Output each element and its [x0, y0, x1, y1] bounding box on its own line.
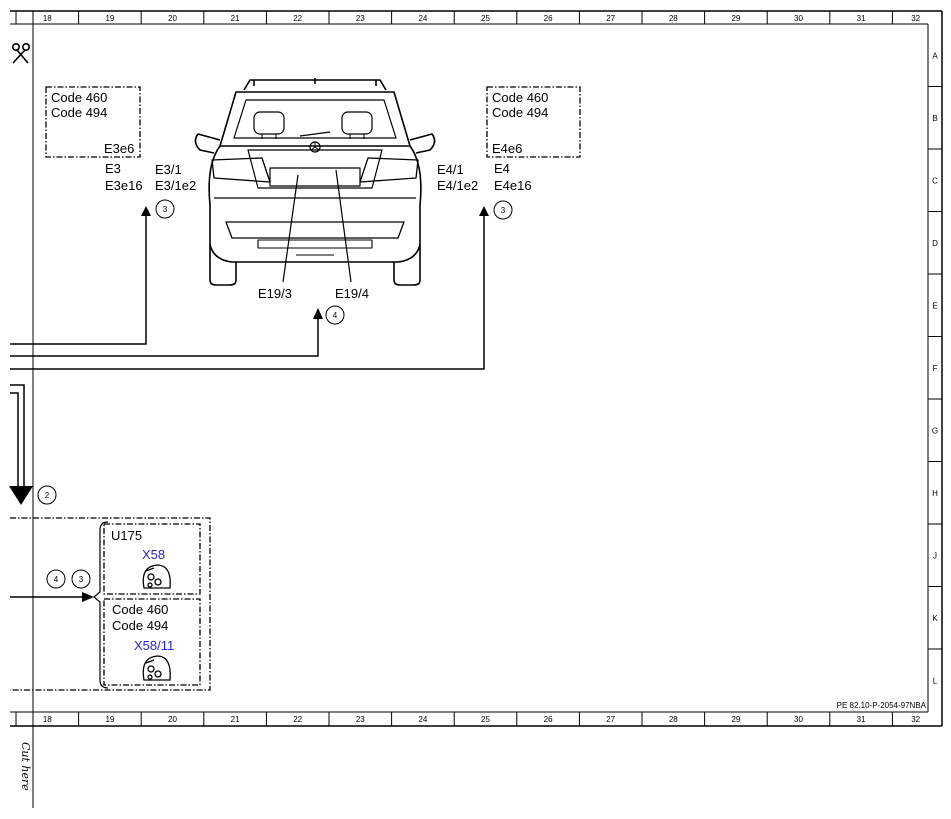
bottom-code-460: Code 460 [112, 602, 168, 617]
ruler-row-C: C [932, 176, 938, 185]
ruler-row-E: E [932, 301, 937, 310]
label-e3: E3 [105, 161, 121, 176]
label-e4-1: E4/1 [437, 162, 464, 177]
ruler-col-top-27: 27 [606, 14, 615, 23]
left-code-494: Code 494 [51, 105, 107, 120]
ruler-col-top-28: 28 [669, 14, 678, 23]
label-e19-4: E19/4 [335, 286, 369, 301]
right-ref-e4e6: E4e6 [492, 141, 522, 156]
marker-4-bottom: 4 [46, 569, 66, 589]
wire-lines [10, 214, 485, 370]
label-e4e16: E4e16 [494, 178, 532, 193]
marker-3-bottom: 3 [71, 569, 91, 589]
arrow-heads [141, 206, 489, 319]
ruler-col-top-30: 30 [794, 14, 803, 23]
ruler-col-top-21: 21 [231, 14, 240, 23]
ruler-col-bottom-24: 24 [418, 715, 427, 724]
ruler-col-bottom-31: 31 [857, 715, 866, 724]
vehicle-rear-illustration [194, 78, 436, 286]
connector-icon-x58 [142, 564, 171, 589]
label-x58: X58 [142, 547, 165, 562]
ruler-row-A: A [932, 51, 938, 60]
marker-2: 2 [37, 485, 57, 505]
ruler-col-top-32: 32 [911, 14, 920, 23]
left-code-box [45, 86, 141, 158]
wire-bundle-down [10, 384, 25, 486]
right-code-460: Code 460 [492, 90, 548, 105]
ruler-row-B: B [932, 114, 937, 123]
left-code-460: Code 460 [51, 90, 107, 105]
svg-text:4: 4 [54, 575, 59, 584]
ruler-row-D: D [932, 239, 938, 248]
ruler-col-top-18: 18 [43, 14, 52, 23]
connector-icon-x58-11 [142, 655, 171, 681]
svg-text:3: 3 [163, 205, 168, 214]
ruler-col-top-22: 22 [293, 14, 302, 23]
ruler-col-top-26: 26 [544, 14, 553, 23]
right-code-box [486, 86, 581, 158]
svg-text:4: 4 [333, 311, 338, 320]
ruler-col-bottom-20: 20 [168, 715, 177, 724]
ruler-row-F: F [933, 364, 938, 373]
scissors-icon [12, 42, 30, 64]
module-bracket [93, 521, 109, 689]
ruler-col-bottom-19: 19 [105, 715, 114, 724]
label-e4-1e2: E4/1e2 [437, 178, 478, 193]
label-e19-3: E19/3 [258, 286, 292, 301]
ruler-col-bottom-23: 23 [356, 715, 365, 724]
cut-here-label: Cut here [19, 742, 32, 791]
label-e3e16: E3e16 [105, 178, 143, 193]
sheet-ruler: 1818191920202121222223232424252526262727… [15, 11, 942, 726]
label-e4: E4 [494, 161, 510, 176]
ruler-col-bottom-25: 25 [481, 715, 490, 724]
ruler-col-top-20: 20 [168, 14, 177, 23]
ruler-row-H: H [932, 489, 938, 498]
label-e3-1e2: E3/1e2 [155, 178, 196, 193]
ruler-row-G: G [932, 426, 938, 435]
svg-text:3: 3 [79, 575, 84, 584]
ruler-col-bottom-18: 18 [43, 715, 52, 724]
ruler-col-bottom-32: 32 [911, 715, 920, 724]
label-x58-11: X58/11 [134, 638, 174, 653]
ruler-col-bottom-27: 27 [606, 715, 615, 724]
ruler-col-bottom-28: 28 [669, 715, 678, 724]
ruler-col-bottom-26: 26 [544, 715, 553, 724]
ruler-col-top-24: 24 [418, 14, 427, 23]
ruler-row-K: K [932, 614, 938, 623]
marker-3-right: 3 [493, 200, 513, 220]
ruler-col-top-19: 19 [105, 14, 114, 23]
document-id: PE 82.10-P-2054-97NBA [837, 701, 927, 710]
ruler-row-J: J [933, 551, 937, 560]
leader-e19-3 [282, 174, 299, 283]
ruler-col-top-29: 29 [731, 14, 740, 23]
svg-text:2: 2 [45, 491, 50, 500]
sheet-frame [10, 10, 943, 808]
marker-4-vehicle: 4 [325, 305, 345, 325]
bottom-code-494: Code 494 [112, 618, 168, 633]
label-u175: U175 [111, 528, 142, 543]
ruler-col-bottom-29: 29 [731, 715, 740, 724]
label-e3-1: E3/1 [155, 162, 182, 177]
arrow-right [82, 592, 94, 602]
marker-3-left: 3 [155, 199, 175, 219]
ruler-col-bottom-21: 21 [231, 715, 240, 724]
ruler-col-top-25: 25 [481, 14, 490, 23]
ruler-col-top-23: 23 [356, 14, 365, 23]
left-ref-e3e6: E3e6 [104, 141, 134, 156]
ruler-col-top-31: 31 [857, 14, 866, 23]
right-code-494: Code 494 [492, 105, 548, 120]
arrow-down-large [9, 486, 33, 505]
ruler-col-bottom-22: 22 [293, 715, 302, 724]
bottom-module-frame [10, 517, 211, 691]
leader-e19-4 [335, 169, 352, 283]
svg-text:3: 3 [501, 206, 506, 215]
ruler-col-bottom-30: 30 [794, 715, 803, 724]
ruler-row-L: L [933, 676, 938, 685]
